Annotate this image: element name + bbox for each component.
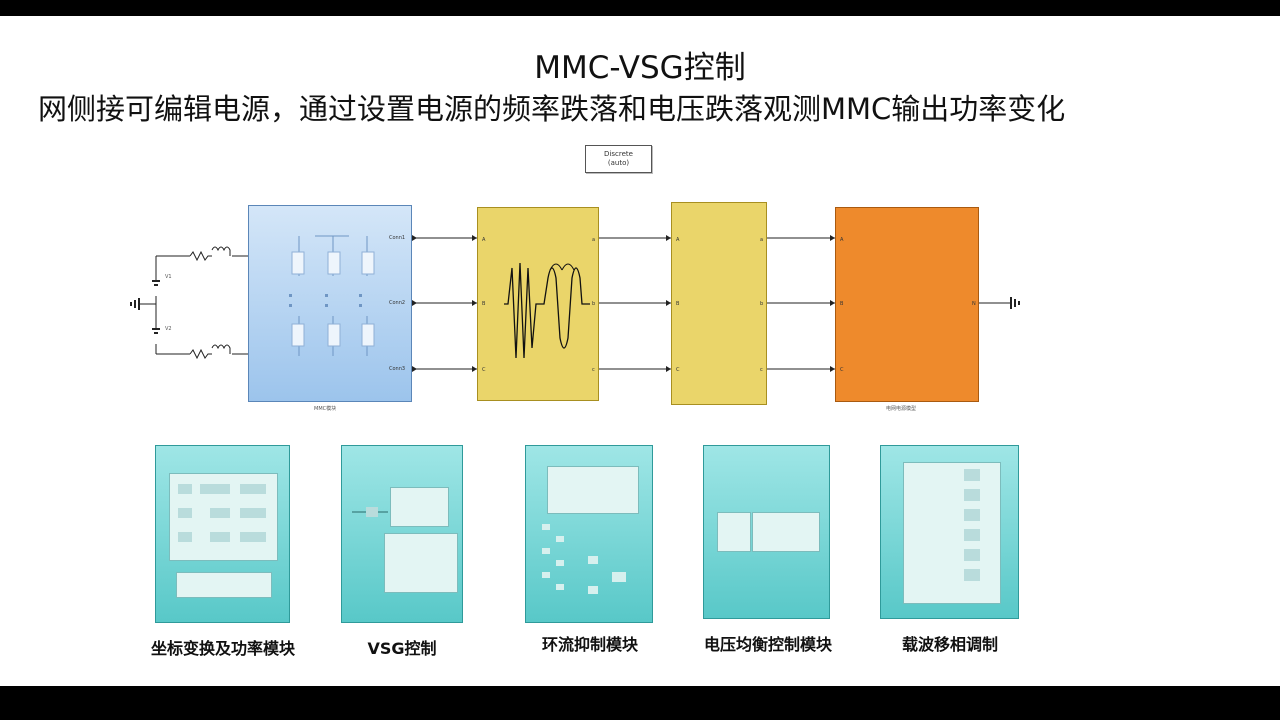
v1-label: V1 — [165, 274, 172, 280]
discrete-label: Discrete — [604, 150, 633, 158]
subsystem-1-caption: 坐标变换及功率模块 — [150, 639, 295, 658]
subsystem-2-top-content — [390, 487, 449, 527]
fault1-port-in-c: C — [482, 367, 486, 373]
subsystem-2-wires-icon — [352, 507, 388, 517]
subsystem-5-caption: 载波移相调制 — [901, 635, 998, 654]
mmc-port-conn3: Conn3 — [389, 366, 406, 372]
subsystem-4-caption: 电压均衡控制模块 — [703, 635, 832, 654]
fault2-port-in-a: A — [676, 237, 680, 243]
three-phase-fault-block-1[interactable]: A B C a b c — [477, 207, 599, 401]
subsystem-1-bottom-content — [176, 572, 272, 598]
subsystem-2-bottom-content — [384, 533, 458, 593]
fault2-port-in-b: B — [676, 301, 680, 307]
fault1-port-out-a: a — [592, 237, 596, 243]
page-subtitle: 网侧接可编辑电源，通过设置电源的频率跌落和电压跌落观测MMC输出功率变化 — [38, 92, 1066, 126]
fault1-port-out-b: b — [592, 301, 596, 307]
mmc-block[interactable]: Conn1 Conn2 Conn3 — [248, 205, 412, 402]
subsystem-3-blocks-icon — [542, 524, 626, 594]
subsystem-vsg-control[interactable] — [341, 445, 463, 623]
mmc-port-conn1: Conn1 — [389, 235, 406, 241]
v2-label: V2 — [165, 326, 172, 332]
page-title: MMC-VSG控制 — [534, 50, 746, 86]
subsystem-carrier-phase-shift-modulation[interactable] — [880, 445, 1019, 619]
source-port-in-b: B — [840, 301, 844, 307]
fault1-port-in-a: A — [482, 237, 486, 243]
mmc-port-conn2: Conn2 — [389, 300, 406, 306]
subsystem-1-blocks-icon — [178, 484, 266, 542]
three-phase-fault-block-2[interactable]: A B C a b c — [671, 202, 767, 405]
source-block-label: 电网电源模型 — [886, 406, 917, 412]
mmc-block-label: MMC模块 — [314, 406, 337, 412]
slide: MMC-VSG控制 网侧接可编辑电源，通过设置电源的频率跌落和电压跌落观测MMC… — [0, 16, 1280, 686]
subsystem-voltage-balance-control[interactable] — [703, 445, 830, 619]
fault2-port-in-c: C — [676, 367, 680, 373]
powergui-discrete-block[interactable]: Discrete (auto) — [585, 145, 652, 173]
fault-waveform-icon — [504, 262, 590, 359]
subsystem-4-right-content — [752, 512, 820, 552]
fault2-port-out-a: a — [760, 237, 764, 243]
subsystem-5-blocks-icon — [964, 469, 980, 581]
subsystem-5-content — [903, 462, 1001, 604]
programmable-voltage-source-block[interactable]: A B C N — [835, 207, 979, 402]
fault2-port-out-c: c — [760, 367, 763, 373]
discrete-mode-label: (auto) — [607, 159, 630, 167]
mmc-icon — [289, 235, 375, 356]
subsystem-2-caption: VSG控制 — [367, 639, 437, 658]
subsystem-coord-power[interactable] — [155, 445, 290, 623]
subsystem-4-left-content — [717, 512, 751, 552]
subsystem-3-top-content — [547, 466, 639, 514]
source-port-in-a: A — [840, 237, 844, 243]
subsystem-3-caption: 环流抑制模块 — [541, 635, 638, 654]
subsystem-1-content — [169, 473, 278, 561]
fault1-port-out-c: c — [592, 367, 595, 373]
source-port-in-c: C — [840, 367, 844, 373]
fault1-port-in-b: B — [482, 301, 486, 307]
source-port-n: N — [972, 301, 976, 307]
fault2-port-out-b: b — [760, 301, 764, 307]
subsystem-circulating-current-suppression[interactable] — [525, 445, 653, 623]
